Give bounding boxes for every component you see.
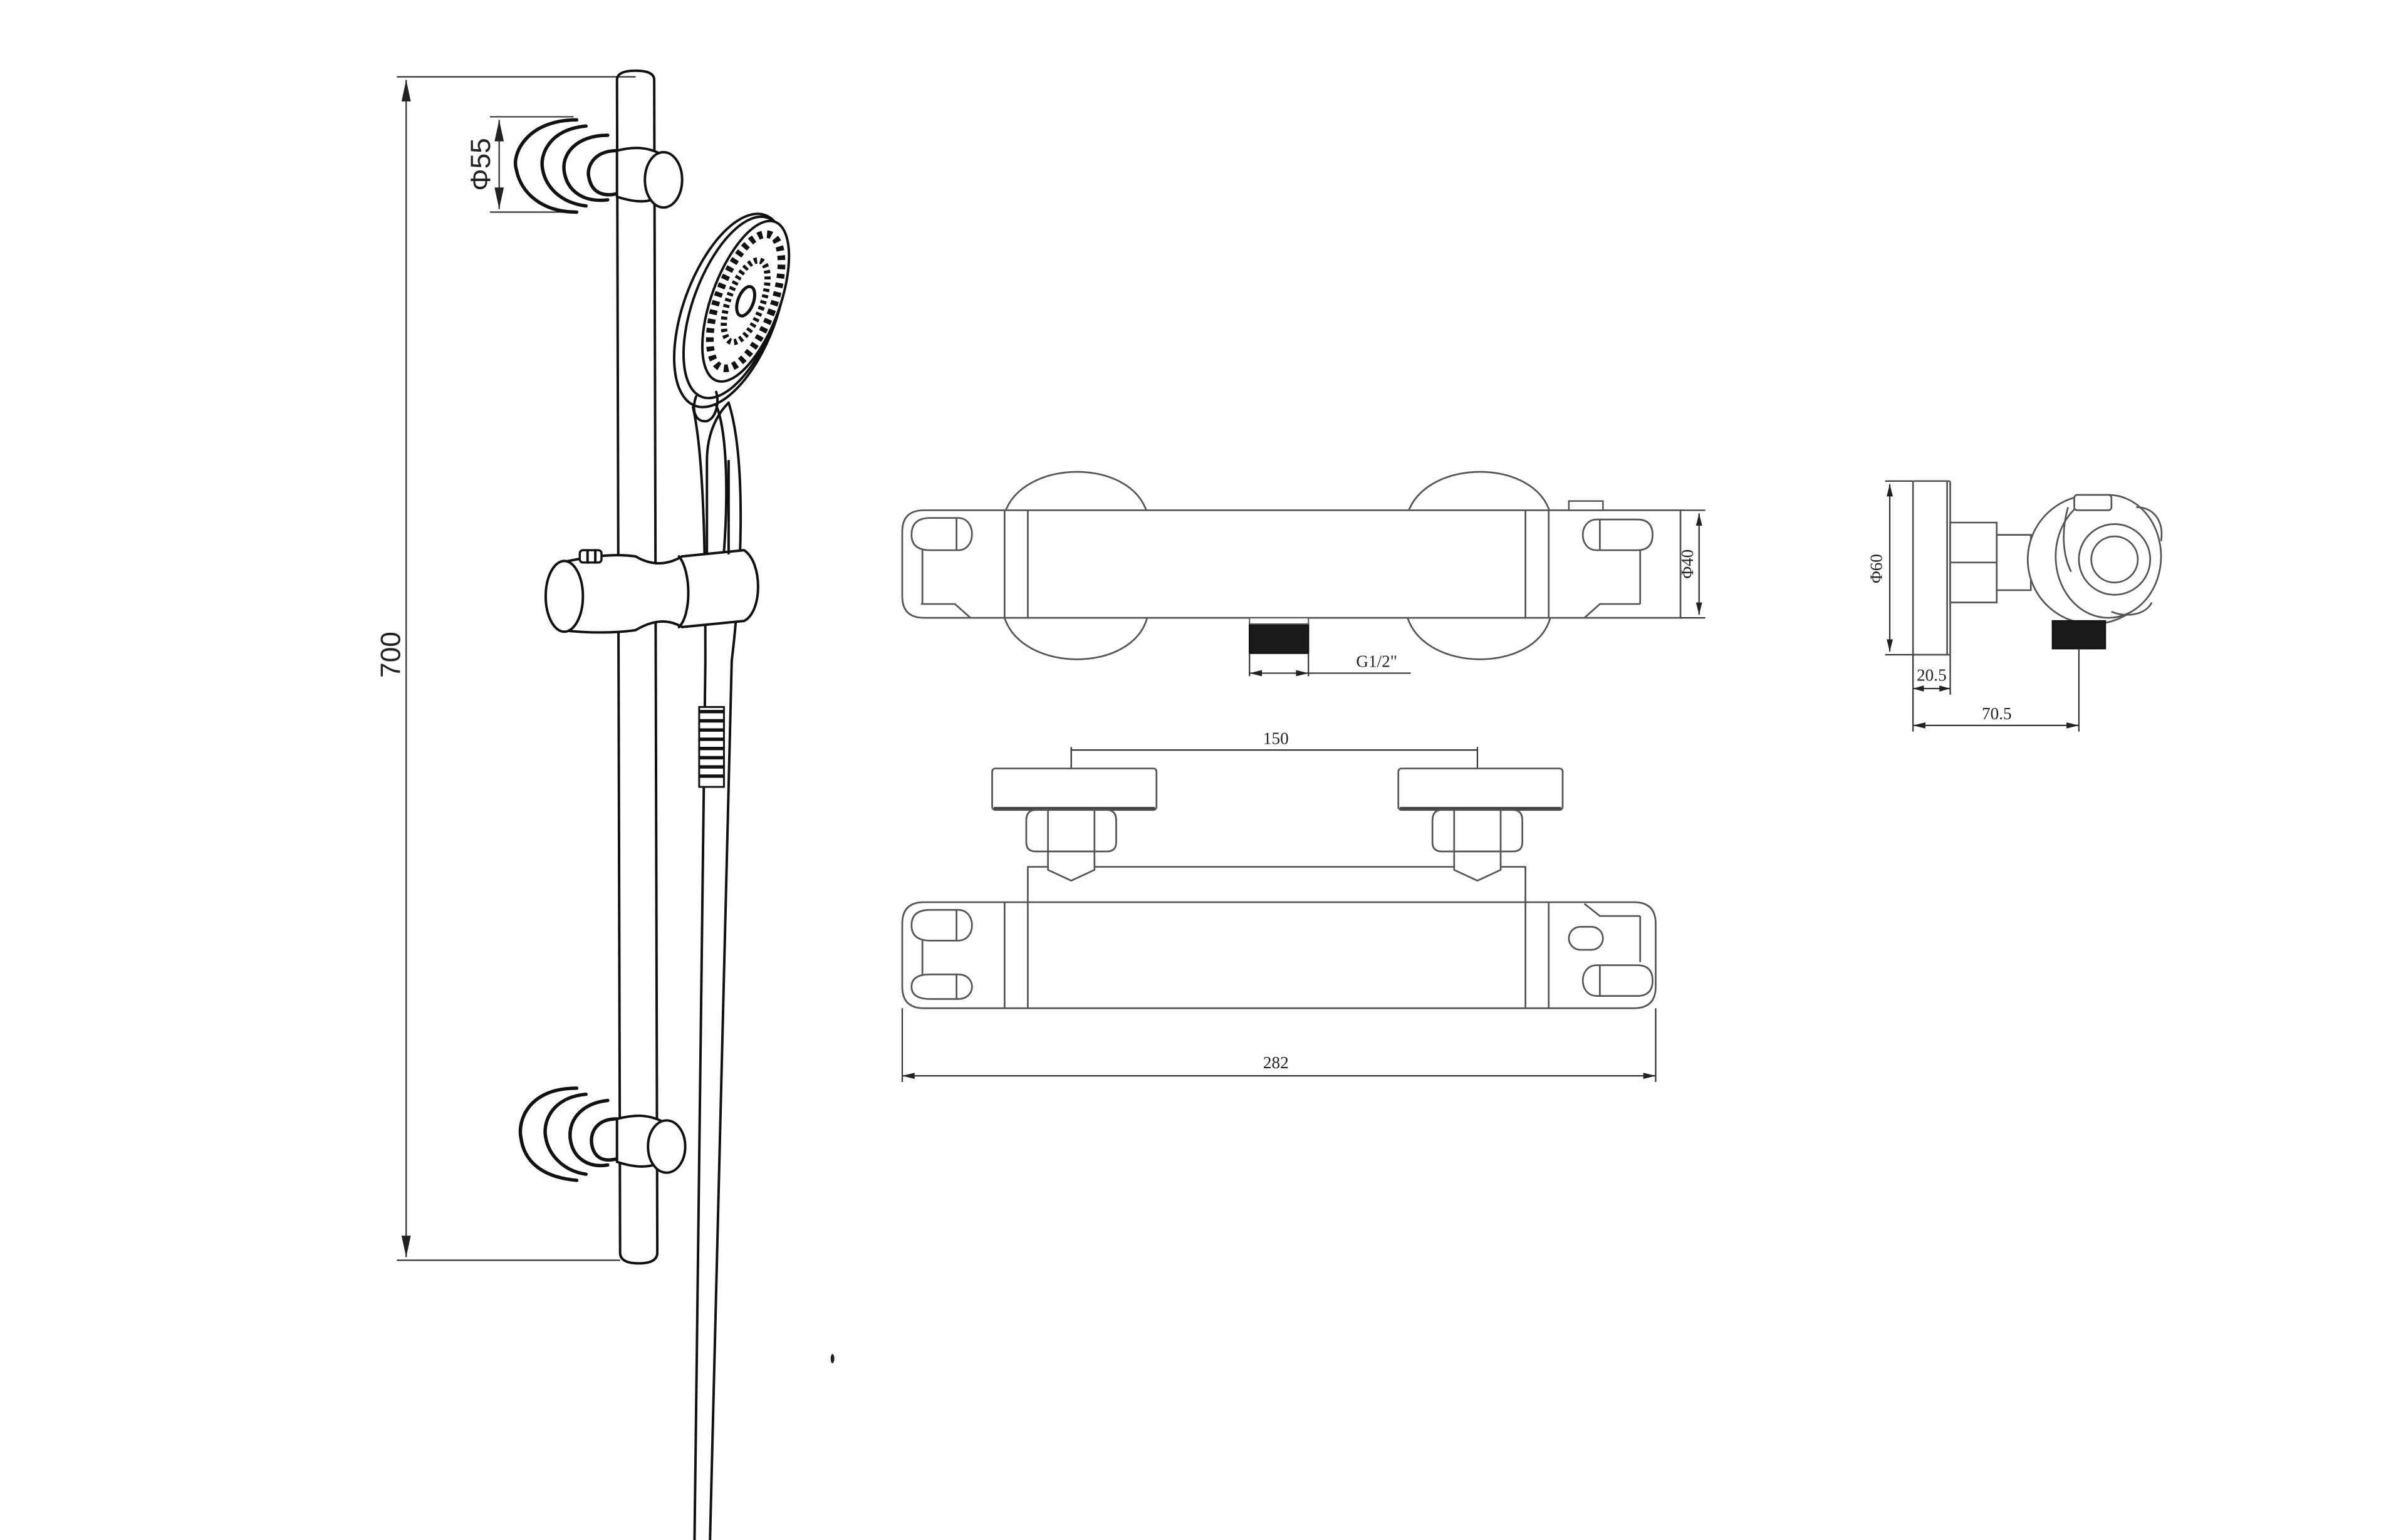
- dimension-escutcheon-diameter: Φ60: [1867, 480, 1914, 656]
- top-wall-bracket: [514, 118, 684, 214]
- valve-front-view: 150: [901, 729, 1657, 1082]
- hand-shower-head: [673, 212, 791, 423]
- valve-top-view: Φ40 G1/2": [901, 471, 1706, 677]
- slide-rail-view: 700 Φ55: [375, 69, 791, 1540]
- dimension-label-phi40: Φ40: [1678, 549, 1697, 579]
- bottom-wall-bracket: [518, 1086, 687, 1182]
- stray-mark: [830, 1354, 835, 1363]
- dimension-bracket-diameter: Φ55: [466, 116, 577, 213]
- valve-side-view: Φ60 20.5 70.5: [1867, 480, 2163, 732]
- dimension-label-282: 282: [1263, 1053, 1289, 1072]
- sliding-holder: [544, 401, 759, 634]
- dimension-700: 700: [375, 76, 636, 1261]
- dimension-label-phi60: Φ60: [1867, 554, 1886, 583]
- dimension-label-70-5: 70.5: [1982, 704, 2012, 723]
- dimension-overall-length: 282: [901, 1008, 1657, 1082]
- dimension-body-diameter: Φ40: [1678, 509, 1706, 619]
- dimension-label-phi55: Φ55: [466, 138, 496, 190]
- dimension-outlet-thread: G1/2": [1249, 652, 1411, 677]
- dimension-escutcheon-depth: 20.5: [1912, 655, 1951, 732]
- rail: [615, 69, 659, 1265]
- dimension-label-700: 700: [375, 632, 406, 678]
- dimension-label-g-half: G1/2": [1356, 652, 1397, 671]
- shower-hose: [692, 398, 742, 1540]
- dimension-label-20-5: 20.5: [1917, 666, 1947, 685]
- dimension-label-150: 150: [1263, 729, 1289, 747]
- dimension-inlet-centers: 150: [1070, 729, 1479, 769]
- dimension-projection: 70.5: [1913, 648, 2080, 732]
